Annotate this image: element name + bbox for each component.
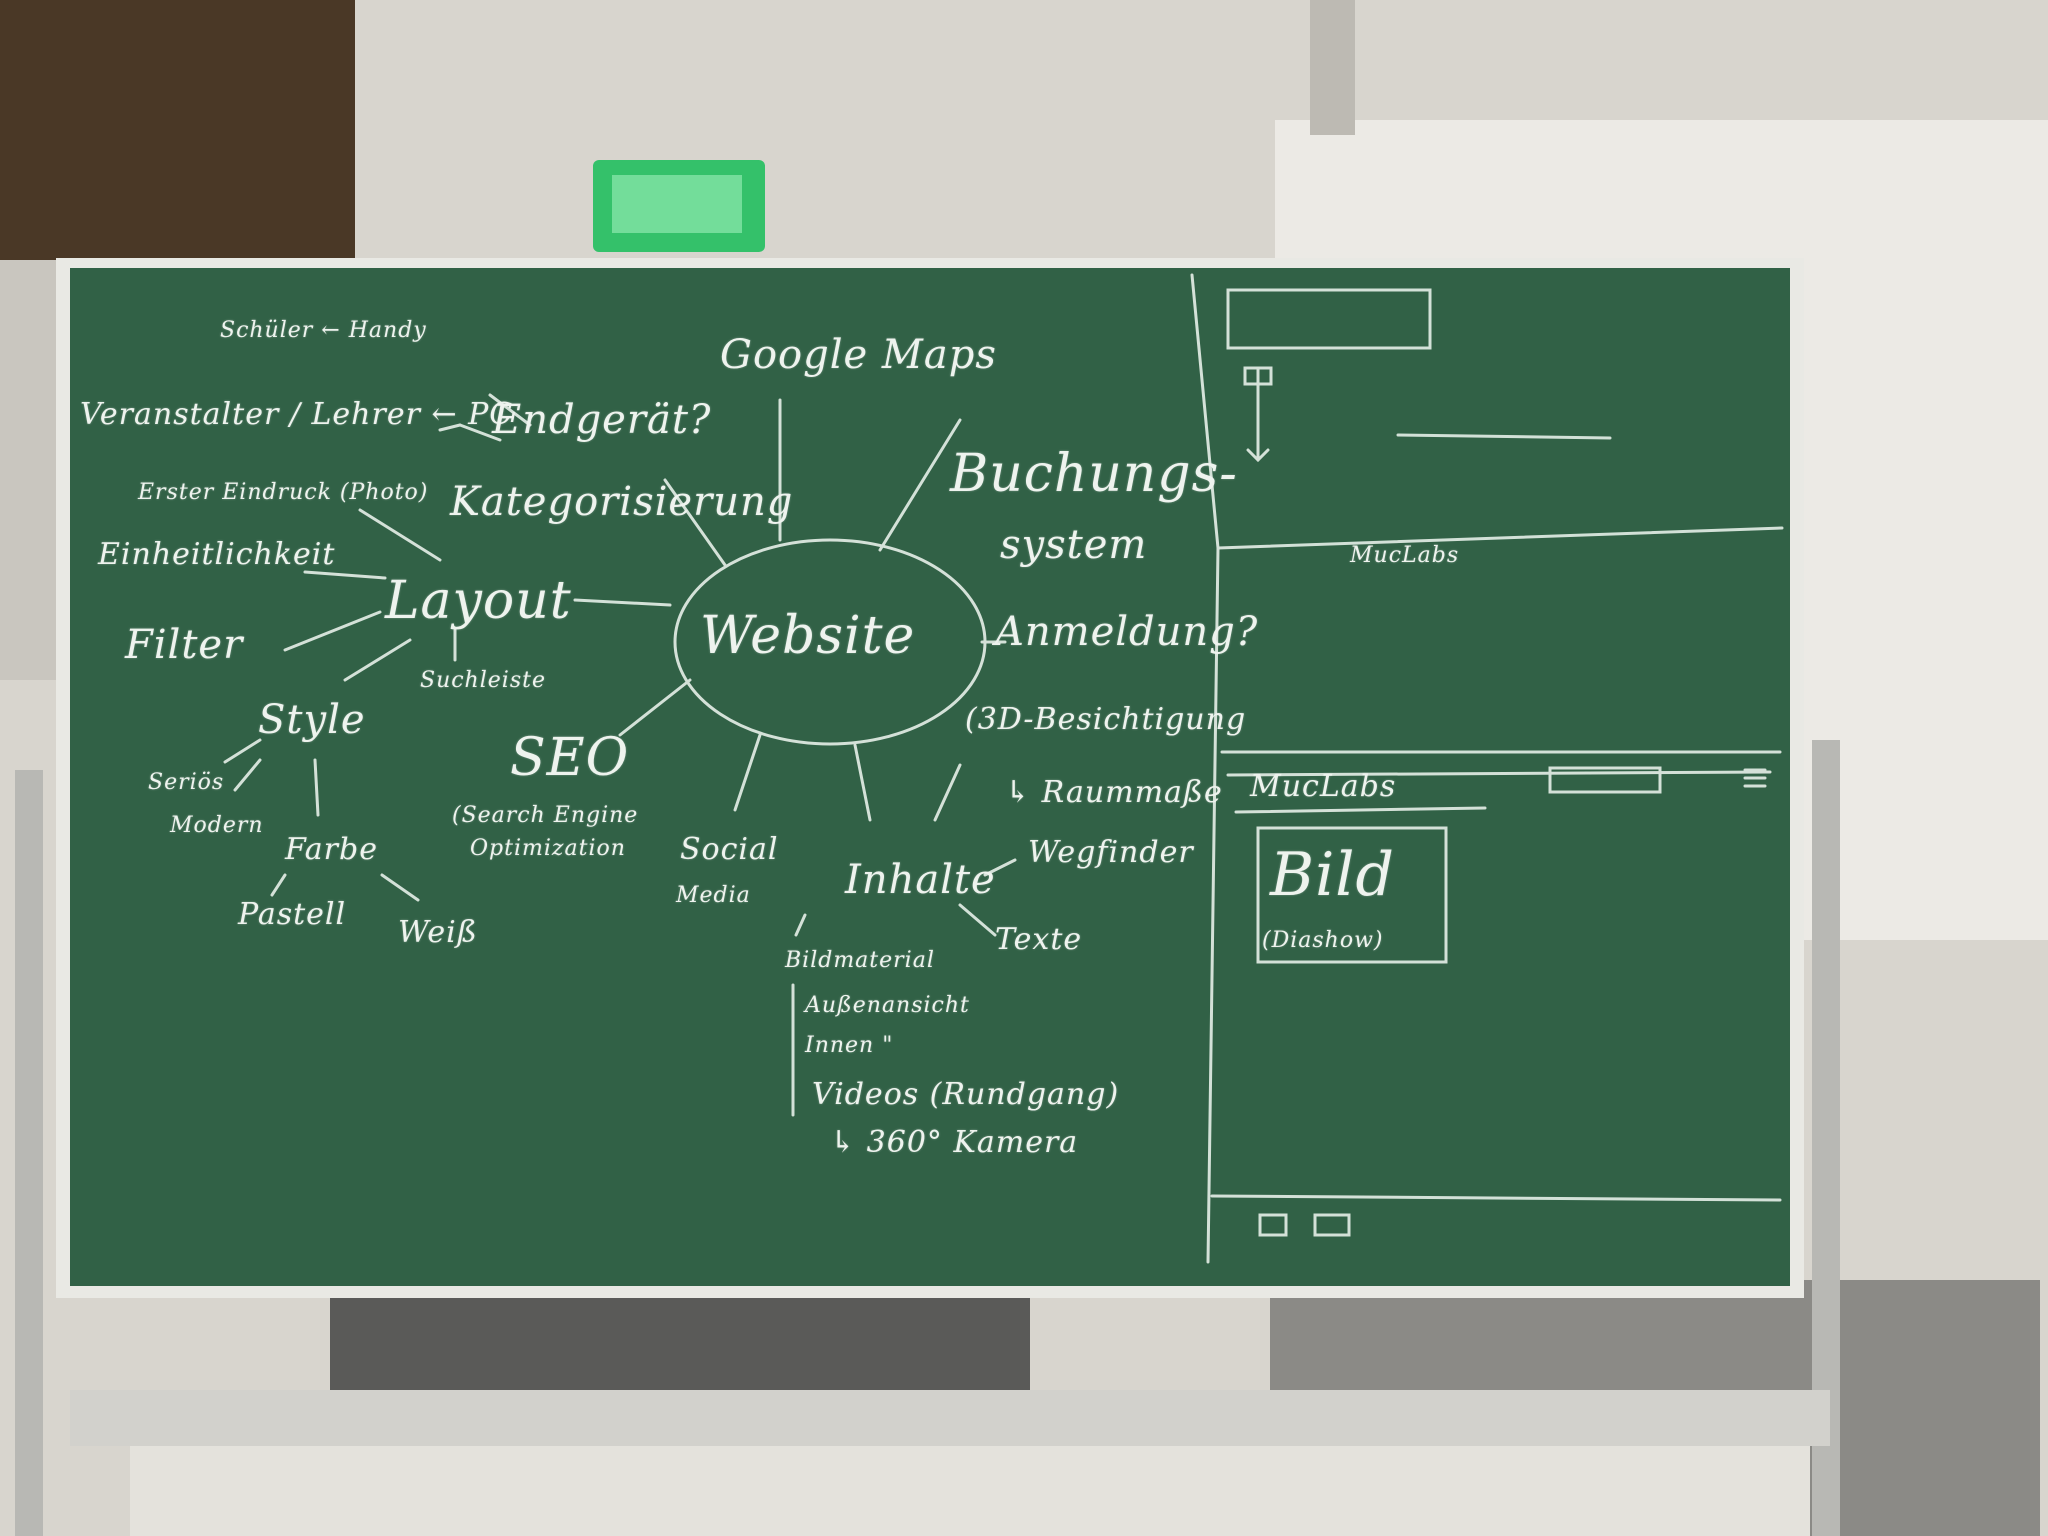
wooden-cabinet	[0, 0, 355, 260]
node-system: system	[1000, 522, 1148, 568]
node-aussenansicht: Außenansicht	[805, 993, 970, 1018]
node-buchungs: Buchungs-	[950, 444, 1238, 504]
node-anmeldung: Anmeldung?	[995, 609, 1259, 655]
node-besichtigung: (3D-Besichtigung	[965, 702, 1247, 737]
node-erster-eindruck: Erster Eindruck (Photo)	[138, 480, 429, 505]
node-kamera: ↳ 360° Kamera	[830, 1125, 1079, 1160]
chalk-tray	[70, 1390, 1830, 1446]
wireframe-diashow: (Diashow)	[1262, 928, 1384, 953]
node-suchleiste: Suchleiste	[420, 668, 546, 693]
wireframe-brand-header: MucLabs	[1250, 769, 1397, 804]
node-wegfinder: Wegfinder	[1028, 835, 1194, 870]
node-veranstalter-pc: Veranstalter / Lehrer ← PC	[80, 397, 514, 432]
node-media: Media	[676, 883, 751, 908]
node-layout: Layout	[385, 571, 572, 631]
wireframe-brand-top: MucLabs	[1350, 543, 1460, 568]
wireframe-bild: Bild	[1270, 840, 1395, 910]
node-filter: Filter	[125, 622, 244, 668]
node-kategorisierung: Kategorisierung	[450, 479, 794, 525]
node-raummasse: ↳ Raummaße	[1005, 775, 1223, 810]
node-innen: Innen "	[805, 1033, 894, 1058]
node-seo: SEO	[510, 728, 630, 788]
node-pastell: Pastell	[238, 897, 347, 932]
node-style: Style	[258, 697, 366, 743]
node-endgeraet: Endgerät?	[492, 397, 712, 443]
node-weiss: Weiß	[398, 915, 478, 950]
mindmap-center: Website	[700, 606, 916, 666]
node-seo-full-2: Optimization	[470, 836, 626, 861]
node-inhalte: Inhalte	[845, 857, 996, 903]
node-texte: Texte	[995, 922, 1083, 957]
node-modern: Modern	[170, 813, 264, 838]
node-bildmaterial: Bildmaterial	[785, 948, 935, 973]
node-schueler-handy: Schüler ← Handy	[220, 318, 427, 343]
node-serioes: Seriös	[148, 770, 225, 795]
node-videos: Videos (Rundgang)	[812, 1077, 1120, 1112]
node-seo-full-1: (Search Engine	[452, 803, 639, 828]
node-einheitlichkeit: Einheitlichkeit	[98, 537, 336, 572]
node-google-maps: Google Maps	[720, 332, 997, 378]
node-social: Social	[680, 832, 779, 867]
node-farbe: Farbe	[285, 832, 378, 867]
